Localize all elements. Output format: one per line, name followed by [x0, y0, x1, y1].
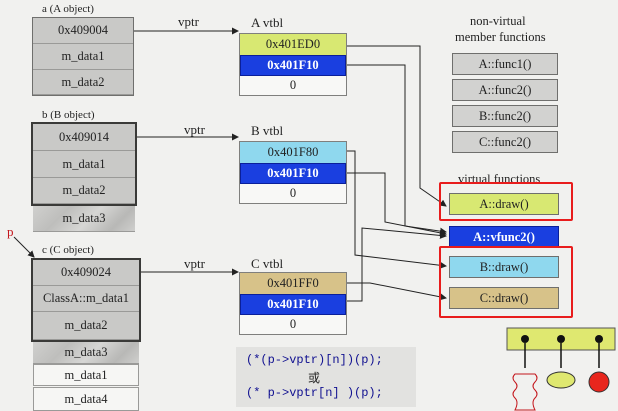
b-vtbl: 0x401F80 0x401F10 0: [239, 141, 347, 204]
object-b-vptr-cell: 0x409014: [33, 124, 135, 151]
object-b-data-cell: m_data1: [33, 151, 135, 178]
object-a-label: a (A object): [42, 3, 94, 15]
a-vtbl-title: A vtbl: [251, 15, 284, 30]
nonvirtual-title-line2: member functions: [455, 30, 546, 44]
c-vtbl-entry: 0: [240, 315, 346, 334]
code-line-2: (* p->vptr[n] )(p);: [246, 386, 383, 400]
object-b-data-cell: m_data3: [33, 206, 135, 232]
nonvirtual-function: C::func2(): [452, 131, 558, 153]
object-c-data-cell: m_data3: [33, 342, 139, 364]
nonvirtual-function: A::func2(): [452, 79, 558, 101]
shape-list-illustration: [506, 327, 616, 411]
virtual-function-c-draw: C::draw(): [449, 287, 559, 309]
a-vtbl-entry: 0: [240, 76, 346, 95]
object-a-data-cell: m_data2: [33, 70, 133, 95]
object-c-data-cell: m_data1: [33, 364, 139, 386]
code-or: 或: [308, 371, 321, 385]
c-vtbl-entry: 0x401FF0: [240, 273, 346, 294]
b-vtbl-title: B vtbl: [251, 123, 284, 138]
virtual-function-b-draw: B::draw(): [449, 256, 559, 278]
a-vtbl-entry: 0x401F10: [240, 55, 346, 76]
object-b: [31, 122, 137, 206]
c-vtbl-title: C vtbl: [251, 256, 284, 271]
object-a-vptr-cell: 0x409004: [33, 18, 133, 44]
object-c: [31, 258, 141, 342]
nonvirtual-title-line1: non-virtual: [470, 14, 526, 28]
object-c-data-cell: m_data2: [33, 312, 139, 340]
object-b-label: b (B object): [42, 109, 95, 121]
a-vtbl-entry: 0x401ED0: [240, 34, 346, 55]
b-vtbl-entry: 0x401F80: [240, 142, 346, 163]
vptr-label: vptr: [184, 256, 205, 271]
b-vtbl-entry: 0x401F10: [240, 163, 346, 184]
highlight-box-a: [439, 182, 573, 221]
object-c-vptr-cell: 0x409024: [33, 260, 139, 286]
object-a: [32, 17, 134, 96]
object-a-data-cell: m_data1: [33, 44, 133, 70]
b-vtbl-entry: 0: [240, 184, 346, 203]
object-c-data-cell: ClassA::m_data1: [33, 286, 139, 312]
c-vtbl: 0x401FF0 0x401F10 0: [239, 272, 347, 335]
c-vtbl-entry: 0x401F10: [240, 294, 346, 315]
nonvirtual-function: B::func2(): [452, 105, 558, 127]
highlight-box-bc: [439, 246, 573, 318]
object-b-data-cell: m_data2: [33, 178, 135, 204]
code-line-1: (*(p->vptr)[n])(p);: [246, 353, 383, 367]
code-snippet: (*(p->vptr)[n])(p); 或 (* p->vptr[n] )(p)…: [236, 347, 416, 407]
vptr-label: vptr: [178, 14, 199, 29]
nonvirtual-function: A::func1(): [452, 53, 558, 75]
virtual-function-a-draw: A::draw(): [449, 193, 559, 215]
virtual-function-a-vfunc2: A::vfunc2(): [449, 226, 559, 248]
pointer-p-label: p: [7, 224, 14, 239]
vptr-label: vptr: [184, 122, 205, 137]
a-vtbl: 0x401ED0 0x401F10 0: [239, 33, 347, 96]
object-c-data-cell: m_data4: [33, 387, 139, 411]
object-c-label: c (C object): [42, 244, 94, 256]
